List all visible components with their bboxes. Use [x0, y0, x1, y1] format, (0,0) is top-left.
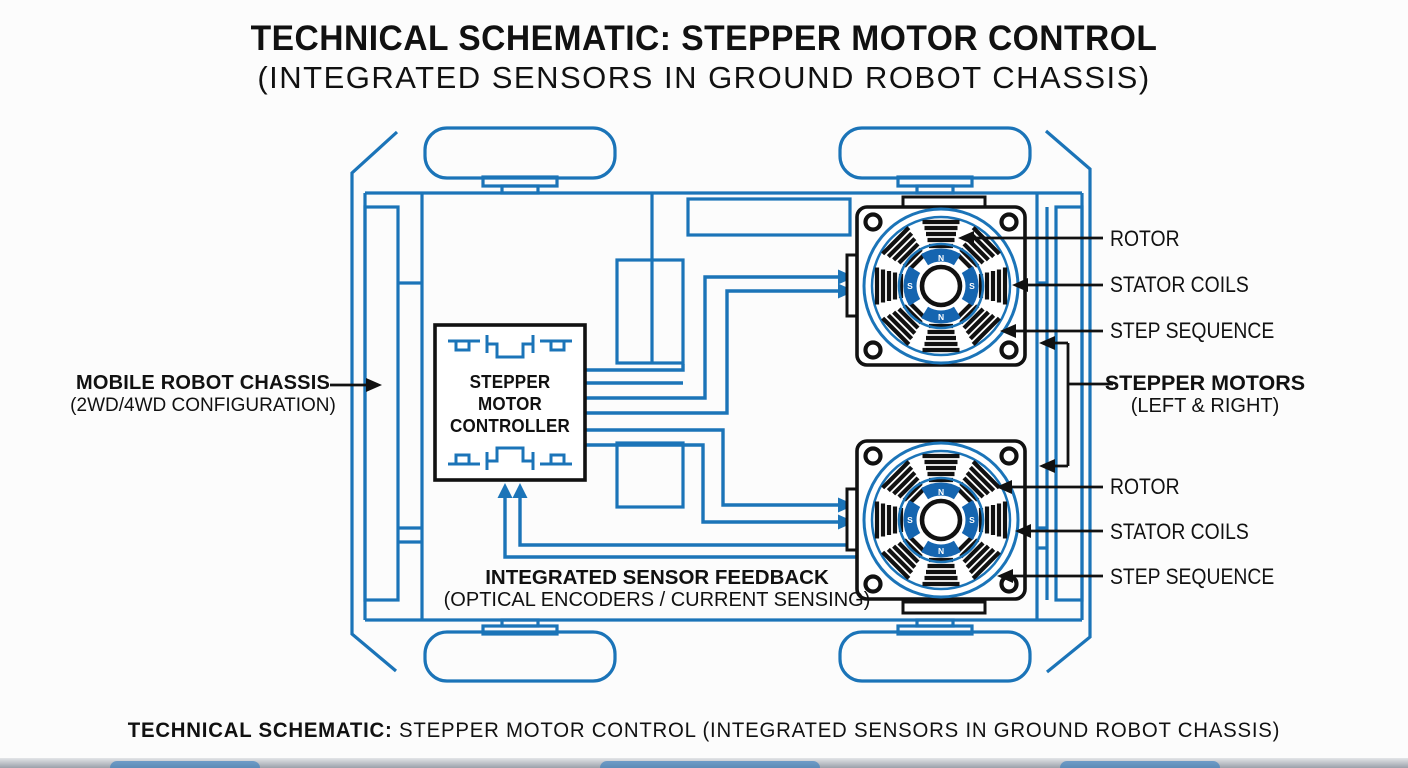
figure-caption-bold: TECHNICAL SCHEMATIC:	[127, 719, 393, 742]
figure-caption: TECHNICAL SCHEMATIC: STEPPER MOTOR CONTR…	[21, 719, 1387, 743]
chassis-component-low	[615, 441, 685, 509]
motor-bottom-mount-tab	[901, 600, 987, 615]
chassis-label: MOBILE ROBOT CHASSIS (2WD/4WD CONFIGURAT…	[70, 372, 336, 417]
stator-coils-label-bottom: STATOR COILS	[1110, 519, 1249, 544]
rotor-label-bottom: ROTOR	[1110, 474, 1180, 499]
controller-label-line3: CONTROLLER	[449, 415, 571, 436]
feedback-wires	[503, 494, 858, 559]
motor-top	[847, 207, 1025, 365]
wheel-rear-right	[838, 630, 1032, 683]
leader-arrowheads	[366, 231, 1055, 583]
stepper-motors-label-line2: (LEFT & RIGHT)	[1130, 395, 1280, 417]
controller-label-line2: MOTOR	[478, 393, 542, 414]
chassis-component-top	[686, 197, 852, 237]
controller-label-line1: STEPPER	[469, 371, 551, 392]
cropped-content-strip	[0, 758, 1408, 768]
wire-harness	[585, 275, 839, 524]
page-title: TECHNICAL SCHEMATIC: STEPPER MOTOR CONTR…	[250, 19, 1158, 58]
stepper-motors-label: STEPPER MOTORS (LEFT & RIGHT)	[1105, 371, 1305, 418]
wheel-front-right	[838, 126, 1032, 180]
figure-caption-rest: STEPPER MOTOR CONTROL (INTEGRATED SENSOR…	[392, 719, 1281, 742]
sensor-feedback-label-line2: (OPTICAL ENCODERS / CURRENT SENSING)	[443, 589, 871, 611]
chassis-label-line2: (2WD/4WD CONFIGURATION)	[70, 395, 336, 416]
controller-label: STEPPER MOTOR CONTROLLER	[450, 371, 570, 437]
rotor-label-top: ROTOR	[1110, 226, 1180, 251]
controller-box	[433, 323, 587, 482]
wheel-front-left	[423, 126, 617, 180]
leader-lines	[330, 236, 1113, 578]
feedback-arrowheads	[497, 483, 528, 498]
page-subtitle: (INTEGRATED SENSORS IN GROUND ROBOT CHAS…	[257, 60, 1151, 95]
stator-coils-label-top: STATOR COILS	[1110, 272, 1249, 297]
driver-circuit-traces	[448, 335, 572, 470]
chassis-frame	[350, 126, 1092, 683]
sensor-feedback-label: INTEGRATED SENSOR FEEDBACK (OPTICAL ENCO…	[444, 566, 871, 612]
stepper-motors-label-line1: STEPPER MOTORS	[1104, 371, 1306, 395]
corner-bumpers	[350, 129, 1092, 674]
wheel-rear-left	[423, 630, 617, 683]
wheels	[423, 126, 1032, 683]
step-sequence-label-top: STEP SEQUENCE	[1110, 318, 1275, 343]
chassis-label-line1: MOBILE ROBOT CHASSIS	[75, 372, 331, 394]
chassis-component-mid	[615, 258, 685, 365]
sensor-feedback-label-line1: INTEGRATED SENSOR FEEDBACK	[485, 566, 829, 589]
step-sequence-label-bottom: STEP SEQUENCE	[1110, 564, 1275, 589]
motor-bottom	[847, 441, 1025, 599]
